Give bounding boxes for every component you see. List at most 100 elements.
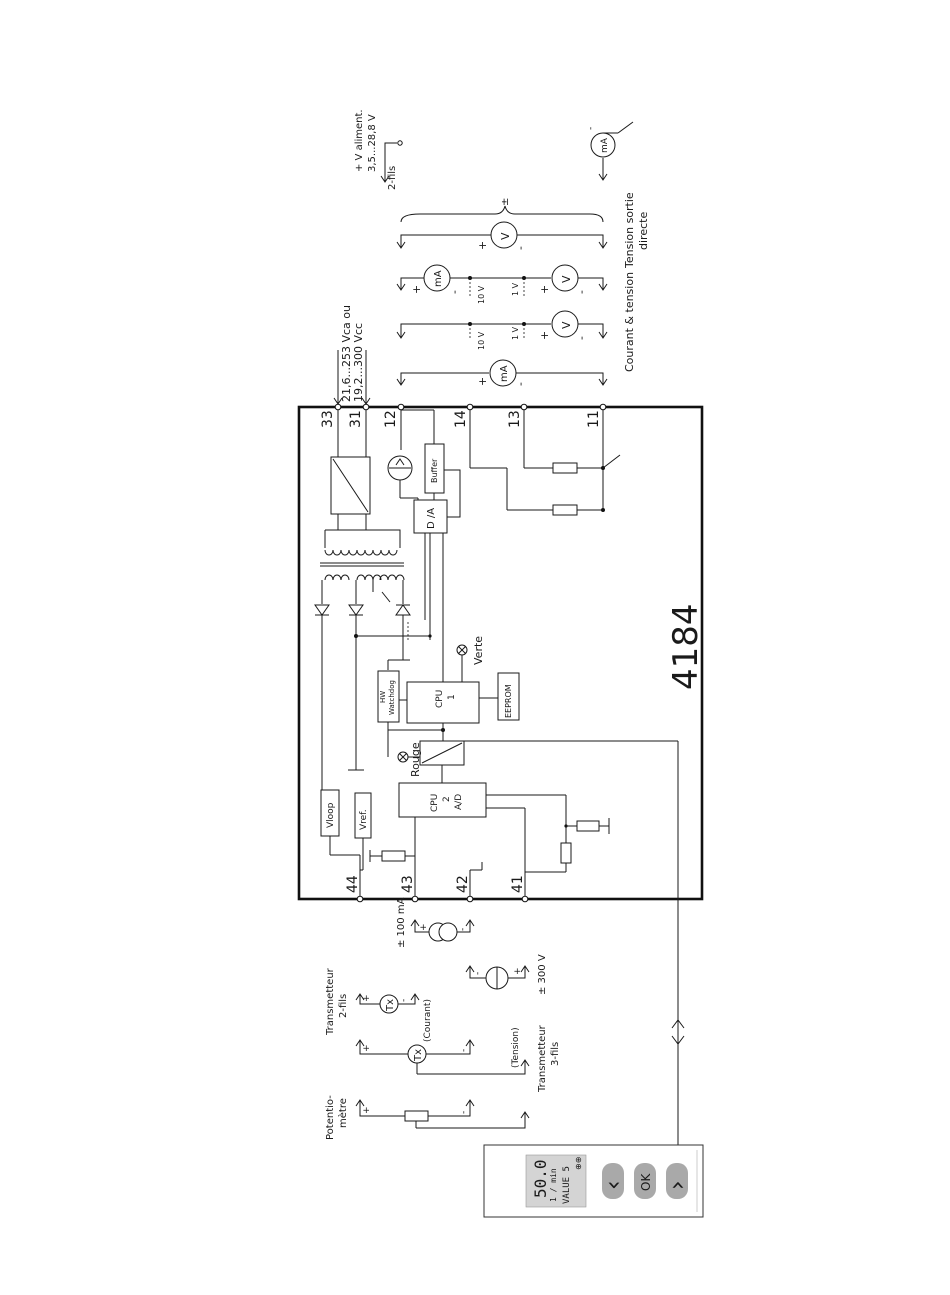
terminal-label-31: 31 (348, 410, 364, 428)
svg-text:-: - (459, 1049, 469, 1052)
terminal-31[interactable] (362, 403, 370, 411)
svg-text:-: - (458, 928, 468, 931)
model-number: 4184 (666, 603, 706, 690)
resistor-input-1 (381, 850, 406, 862)
bottom-terminals: 44 43 42 41 (345, 875, 529, 903)
ok-button[interactable] (634, 1163, 656, 1199)
potentiometer-icon (404, 1110, 429, 1122)
isolation-section: Rouge (348, 740, 679, 1145)
svg-text:+: + (538, 285, 551, 294)
supply-ac-label: 21,6...253 Vca ou (340, 305, 353, 402)
svg-text:-: - (459, 1111, 469, 1114)
terminal-11[interactable] (599, 403, 607, 411)
svg-text:Tx: Tx (413, 1049, 424, 1062)
cpu1-number: 1 (447, 694, 457, 700)
svg-text:+: + (362, 1044, 372, 1052)
svg-text:+: + (362, 1106, 372, 1114)
front-panel: 50.0 1 / min VALUE 5 ⊕⊕ ‹ OK › (483, 1144, 704, 1218)
right-arrow-icon: › (663, 1180, 691, 1190)
input-connections: ± 100 mA + - ± 300 V - + Transmetteur 2-… (325, 897, 685, 1140)
cpu2-number: 2 (442, 796, 452, 802)
terminal-42[interactable] (466, 895, 474, 903)
loop-supply-range: 3,5...28,8 V (367, 114, 378, 172)
svg-text:mA: mA (433, 270, 444, 287)
relay-switch (602, 454, 621, 469)
analog-output-section: Buffer D /A (387, 409, 461, 682)
lcd-label: VALUE 5 (562, 1166, 572, 1204)
tension-sortie-label: Tension sortie (623, 192, 636, 269)
supply-input: 21,6...253 Vca ou 19,2...300 Vcc (333, 305, 371, 405)
svg-text:V: V (499, 232, 512, 240)
loop-supply-wires: 2-fils (387, 166, 398, 190)
svg-text:mA: mA (600, 137, 610, 153)
courant-label: (Courant) (423, 999, 433, 1042)
hundred-ma-label: ± 100 mA (396, 897, 407, 948)
terminal-label-14: 14 (453, 410, 469, 428)
module-frame (297, 405, 704, 901)
right-arrow-button[interactable] (666, 1163, 688, 1199)
terminal-label-12: 12 (383, 410, 399, 428)
potentiometer-label: Potentio- (325, 1095, 336, 1140)
svg-text:+: + (476, 241, 489, 250)
terminal-label-44: 44 (345, 875, 361, 893)
resistor-input-2 (560, 842, 572, 864)
terminal-14[interactable] (466, 403, 474, 411)
resistor-relay-1 (552, 504, 578, 516)
hw-watchdog-label-1: HW (379, 691, 387, 703)
courant-tension-label: Courant & tension (623, 272, 636, 372)
svg-text:1 V: 1 V (511, 326, 520, 340)
terminal-12[interactable] (397, 403, 405, 411)
potentiometer-sub: mètre (337, 1098, 349, 1128)
svg-text:-: - (448, 290, 461, 294)
terminal-44[interactable] (356, 895, 364, 903)
loop-supply: + V aliment. 3,5...28,8 V 2-fils (354, 109, 403, 190)
cpu2-section: CPU 2 A/D Vloop Vref. (320, 782, 610, 896)
hw-watchdog-label-2: Watchdog (388, 680, 396, 715)
lcd-unit: 1 / min (549, 1168, 558, 1202)
supply-dc-label: 19,2...300 Vcc (352, 323, 365, 402)
terminal-13[interactable] (520, 403, 528, 411)
svg-text:1 V: 1 V (511, 282, 520, 296)
tension-label: (Tension) (511, 1027, 521, 1068)
transmitter-3w-label: Transmetteur (537, 1024, 548, 1093)
svg-text:-: - (586, 127, 596, 130)
terminal-33[interactable] (334, 403, 342, 411)
svg-text:10 V: 10 V (477, 331, 486, 350)
terminal-label-13: 13 (507, 410, 523, 428)
svg-text:-: - (514, 382, 527, 386)
red-led-label: Rouge (409, 742, 422, 777)
svg-text:10 V: 10 V (477, 285, 486, 304)
cpu1-label: CPU (435, 690, 445, 708)
svg-text:+: + (538, 331, 551, 340)
svg-text:+: + (410, 285, 423, 294)
svg-text:+: + (362, 994, 372, 1002)
eeprom-block (497, 672, 520, 721)
diode-1 (314, 604, 330, 616)
ok-label: OK (639, 1173, 653, 1191)
terminal-41[interactable] (521, 895, 529, 903)
power-section (314, 410, 420, 790)
svg-text:Tx: Tx (385, 999, 396, 1012)
terminal-43[interactable] (411, 895, 419, 903)
svg-text:+: + (476, 377, 489, 386)
plus-minus-brace (400, 205, 604, 223)
cpu1-block (406, 681, 480, 724)
cpu2-label: CPU (430, 794, 440, 812)
terminal-label-41: 41 (510, 875, 526, 893)
svg-text:-: - (473, 972, 483, 975)
svg-text:V: V (560, 321, 573, 329)
loop-supply-label: + V aliment. (354, 109, 365, 172)
green-led-label: Verte (472, 636, 485, 665)
transmitter-3w-sub: 3-fils (550, 1042, 561, 1066)
output-connections: mA + - 10 V 1 V V + - mA 10 V 1 V + - (396, 121, 650, 387)
left-arrow-button[interactable] (602, 1163, 624, 1199)
da-converter-block (413, 499, 448, 534)
vloop-label: Vloop (326, 802, 336, 828)
da-label: D /A (426, 508, 437, 529)
svg-text:mA: mA (499, 365, 510, 382)
svg-text:+: + (419, 923, 429, 931)
terminal-label-42: 42 (455, 875, 471, 893)
transmitter-2w-label: Transmetteur (325, 967, 336, 1036)
buffer-label: Buffer (430, 458, 439, 483)
svg-text:-: - (514, 246, 527, 250)
